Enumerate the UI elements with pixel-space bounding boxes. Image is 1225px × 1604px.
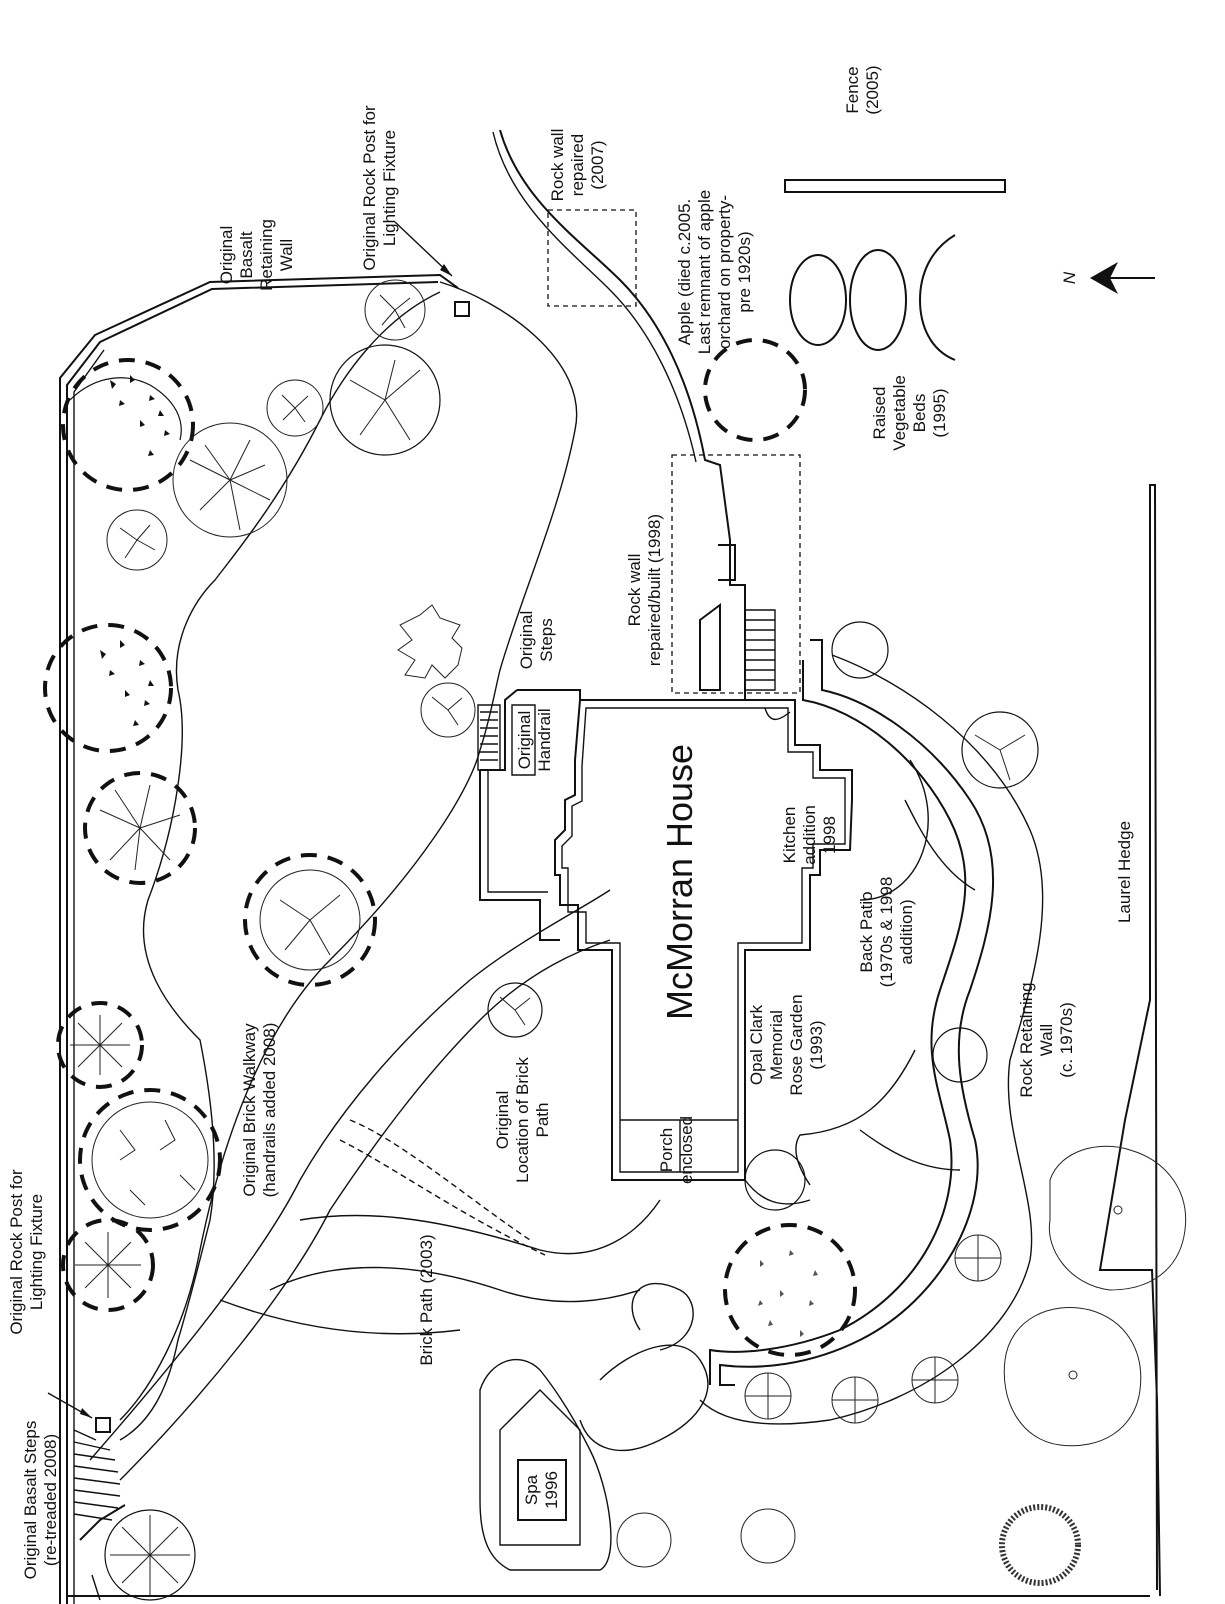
svg-text:Opal ClarkMemorialRose Garden(: Opal ClarkMemorialRose Garden(1993) xyxy=(747,994,826,1095)
svg-text:RaisedVegetableBeds(1995): RaisedVegetableBeds(1995) xyxy=(870,375,949,451)
svg-text:Original Rock Post forLighting: Original Rock Post forLighting Fixture xyxy=(360,105,399,271)
label-rock-wall-1998: Rock wallrepaired/built (1998) xyxy=(625,514,664,666)
label-original-steps: OriginalSteps xyxy=(517,611,556,670)
tree-top-3 xyxy=(329,344,441,456)
svg-text:Original Rock Post forLighting: Original Rock Post forLighting Fixture xyxy=(7,1169,46,1335)
svg-text:Rock wallrepaired(2007): Rock wallrepaired(2007) xyxy=(548,129,607,202)
tree-se-large-2 xyxy=(1003,1306,1142,1447)
label-apple: Apple (died c.2005.Last remnant of apple… xyxy=(675,190,754,354)
label-spa: Spa1996 xyxy=(522,1471,561,1509)
brick-path-2003 xyxy=(89,889,661,1481)
svg-text:Fence(2005): Fence(2005) xyxy=(843,65,882,114)
basalt-steps xyxy=(73,1429,126,1601)
north-arrow xyxy=(1090,262,1155,294)
label-back-patio: Back Patio(1970s & 1998addition) xyxy=(857,877,916,988)
tree-w-5 xyxy=(78,1088,222,1232)
tree-top-1 xyxy=(364,279,426,341)
label-original-handrail: OriginalHandrail xyxy=(515,708,554,771)
label-brick-path-2003: Brick Path (2003) xyxy=(417,1234,436,1365)
tree-w-4 xyxy=(56,1001,144,1089)
label-laurel-hedge: Laurel Hedge xyxy=(1115,821,1134,923)
tree-e-6 xyxy=(831,1376,879,1424)
svg-text:Original Brick Walkway(handrai: Original Brick Walkway(handrails added 2… xyxy=(240,1023,279,1198)
svg-text:Spa1996: Spa1996 xyxy=(522,1471,561,1509)
tree-dashed-se xyxy=(723,1223,857,1357)
tree-e-4 xyxy=(954,1234,1002,1282)
svg-text:OriginalLocation of BrickPath: OriginalLocation of BrickPath xyxy=(493,1057,552,1183)
tree-nw-2 xyxy=(172,422,288,538)
fence xyxy=(784,179,1006,193)
svg-text:Rock wallrepaired/built (1998): Rock wallrepaired/built (1998) xyxy=(625,514,664,666)
svg-text:Apple (died c.2005.Last remnan: Apple (died c.2005.Last remnant of apple… xyxy=(675,190,754,354)
tree-nw-1 xyxy=(61,358,195,492)
label-rose-garden: Opal ClarkMemorialRose Garden(1993) xyxy=(747,994,826,1095)
west-lawn-line xyxy=(119,291,441,1441)
tree-w-2 xyxy=(83,771,197,885)
svg-text:Original Basalt Steps(re-tread: Original Basalt Steps(re-treaded 2008) xyxy=(21,1421,60,1580)
rock-post-top xyxy=(454,301,470,317)
label-rock-post-bottom: Original Rock Post forLighting Fixture xyxy=(7,1169,46,1335)
label-fence: Fence(2005) xyxy=(843,65,882,114)
rock-retaining-wall xyxy=(699,639,1044,1425)
tree-e-2 xyxy=(961,711,1039,789)
svg-text:OriginalBasaltRetainingWall: OriginalBasaltRetainingWall xyxy=(217,219,296,291)
tree-e-7 xyxy=(744,1372,792,1420)
label-porch: Porchenclosed xyxy=(657,1116,696,1184)
svg-text:Kitchenaddition1998: Kitchenaddition1998 xyxy=(780,805,839,865)
original-brick-path-location xyxy=(339,1119,546,1256)
tree-top-2 xyxy=(266,379,324,437)
raised-vegetable-beds xyxy=(789,234,956,361)
svg-text:N: N xyxy=(1060,271,1079,284)
spa xyxy=(517,1459,567,1521)
tree-sw xyxy=(104,1509,196,1601)
label-rock-post-top: Original Rock Post forLighting Fixture xyxy=(360,105,399,271)
rock-post-bottom xyxy=(95,1417,111,1433)
label-kitchen: Kitchenaddition1998 xyxy=(780,805,839,865)
label-rock-retaining-wall: Rock RetainingWall(c. 1970s) xyxy=(1017,982,1076,1097)
label-basalt-wall: OriginalBasaltRetainingWall xyxy=(217,219,296,291)
svg-text:Laurel Hedge: Laurel Hedge xyxy=(1115,821,1134,923)
svg-text:McMorran House: McMorran House xyxy=(659,744,700,1020)
tree-nw-3 xyxy=(106,509,168,571)
label-north: N xyxy=(1060,271,1079,284)
tree-s-2 xyxy=(740,1508,796,1564)
original-handrail xyxy=(477,689,581,941)
tree-rose xyxy=(744,1149,806,1211)
label-raised-beds: RaisedVegetableBeds(1995) xyxy=(870,375,949,451)
rock-wall-top xyxy=(492,129,801,700)
tree-center-3 xyxy=(487,982,543,1038)
label-house: McMorran House xyxy=(659,744,700,1020)
tree-e-3 xyxy=(932,1027,988,1083)
svg-text:Brick Path (2003): Brick Path (2003) xyxy=(417,1234,436,1365)
spa-area xyxy=(479,1283,709,1571)
property-boundary xyxy=(67,484,1161,1597)
tree-center-1 xyxy=(397,604,463,679)
label-orig-brick-path: OriginalLocation of BrickPath xyxy=(493,1057,552,1183)
tree-e-5 xyxy=(911,1356,959,1404)
svg-text:Back Patio(1970s & 1998additio: Back Patio(1970s & 1998addition) xyxy=(857,877,916,988)
tree-se-ring xyxy=(999,1504,1081,1586)
tree-w-6 xyxy=(61,1218,155,1312)
tree-apple xyxy=(703,338,807,442)
tree-w-3 xyxy=(243,853,377,987)
tree-se-large-1 xyxy=(1048,1145,1187,1291)
tree-center-2 xyxy=(420,682,476,738)
lawn-outline xyxy=(119,281,578,1421)
svg-text:Rock RetainingWall(c. 1970s): Rock RetainingWall(c. 1970s) xyxy=(1017,982,1076,1097)
label-basalt-steps: Original Basalt Steps(re-treaded 2008) xyxy=(21,1421,60,1580)
basalt-retaining-wall xyxy=(59,273,459,1604)
label-rock-wall-2007: Rock wallrepaired(2007) xyxy=(548,129,607,202)
svg-text:OriginalHandrail: OriginalHandrail xyxy=(515,708,554,771)
label-brick-walkway: Original Brick Walkway(handrails added 2… xyxy=(240,1023,279,1198)
tree-s-1 xyxy=(616,1512,672,1568)
mcmorran-house xyxy=(554,699,853,1181)
svg-text:OriginalSteps: OriginalSteps xyxy=(517,611,556,670)
tree-e-1 xyxy=(831,621,889,679)
svg-text:Porchenclosed: Porchenclosed xyxy=(657,1116,696,1184)
tree-w-1 xyxy=(43,623,173,753)
